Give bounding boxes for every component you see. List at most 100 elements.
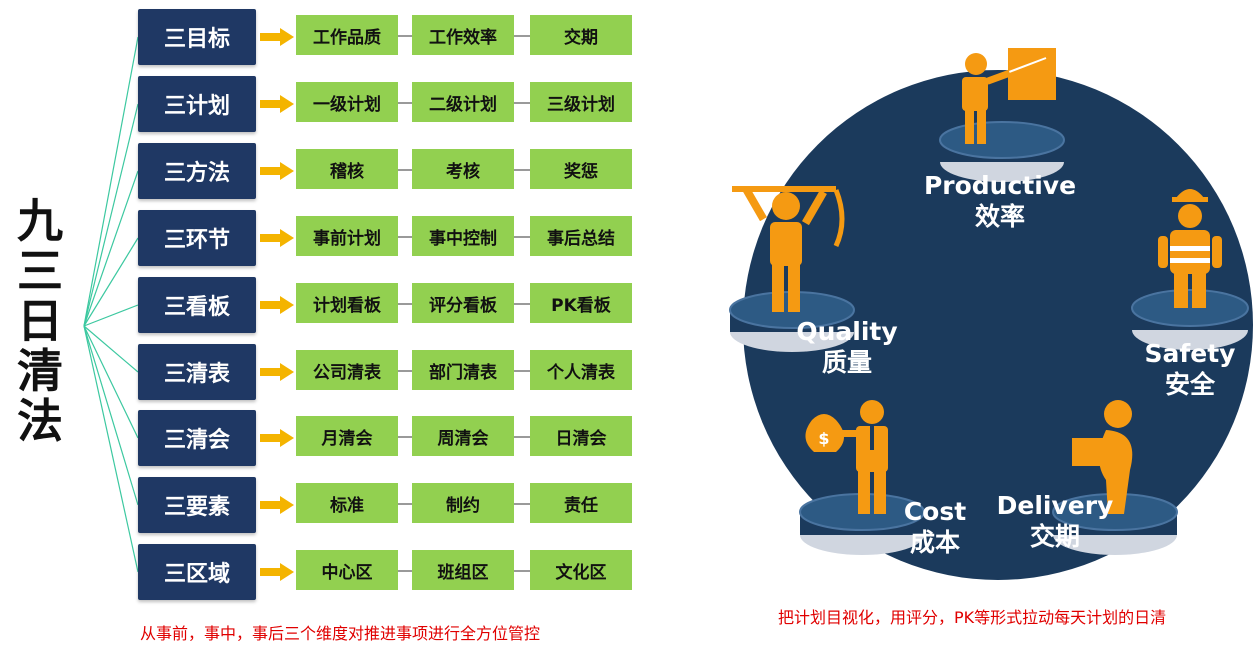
item-box: 工作效率 — [412, 15, 514, 55]
measuring-figure — [732, 186, 845, 312]
item-connector — [398, 102, 412, 104]
money-bag-figure: $ — [805, 400, 888, 514]
title-char: 九 — [17, 194, 63, 248]
branch-line — [83, 325, 139, 573]
branch-line — [83, 103, 139, 327]
item-connector — [514, 102, 530, 104]
item-box: 事前计划 — [296, 216, 398, 256]
label-safety: Safety 安全 — [1130, 338, 1250, 400]
label-quality-zh: 质量 — [821, 348, 872, 377]
title-char: 清 — [17, 344, 63, 398]
item-box: 评分看板 — [412, 283, 514, 323]
branch-line — [83, 36, 139, 327]
qcpsd-circle-illustration: $ — [729, 48, 1253, 580]
category-box: 三清表 — [138, 344, 256, 400]
category-box: 三清会 — [138, 410, 256, 466]
category-box: 三目标 — [138, 9, 256, 65]
label-productive: Productive 效率 — [920, 170, 1080, 232]
title-char: 三 — [17, 244, 63, 298]
item-connector — [398, 436, 412, 438]
item-box: 事后总结 — [530, 216, 632, 256]
item-box: 中心区 — [296, 550, 398, 590]
pedestal-safety — [1131, 289, 1249, 350]
label-delivery: Delivery 交期 — [990, 490, 1120, 552]
right-arrow-icon — [260, 563, 294, 581]
label-productive-zh: 效率 — [974, 202, 1025, 231]
item-box: 二级计划 — [412, 82, 514, 122]
item-connector — [514, 503, 530, 505]
item-connector — [398, 169, 412, 171]
item-connector — [398, 303, 412, 305]
pedestal-quality — [729, 291, 855, 352]
right-arrow-icon — [260, 429, 294, 447]
presenter-figure — [962, 48, 1056, 144]
label-safety-zh: 安全 — [1164, 370, 1215, 399]
label-quality: Quality 质量 — [782, 316, 912, 378]
item-connector — [514, 370, 530, 372]
item-box: 班组区 — [412, 550, 514, 590]
right-arrow-icon — [260, 28, 294, 46]
label-quality-en: Quality — [796, 317, 898, 346]
label-delivery-zh: 交期 — [1029, 522, 1080, 551]
branch-line — [83, 325, 139, 373]
label-productive-en: Productive — [923, 171, 1077, 200]
item-box: 文化区 — [530, 550, 632, 590]
category-row: 三区域中心区班组区文化区 — [0, 544, 640, 600]
svg-text:$: $ — [818, 429, 829, 448]
label-cost-zh: 成本 — [909, 528, 960, 557]
item-connector — [514, 303, 530, 305]
label-delivery-en: Delivery — [996, 491, 1114, 520]
vertical-title: 九 三 日 清 法 — [12, 196, 68, 446]
category-row: 三目标工作品质工作效率交期 — [0, 9, 640, 65]
right-caption: 把计划目视化，用评分，PK等形式拉动每天计划的日清 — [778, 608, 1167, 627]
item-connector — [514, 570, 530, 572]
item-box: 计划看板 — [296, 283, 398, 323]
safety-worker-figure — [1158, 189, 1222, 308]
item-box: PK看板 — [530, 283, 632, 323]
item-box: 部门清表 — [412, 350, 514, 390]
right-arrow-icon — [260, 363, 294, 381]
item-box: 一级计划 — [296, 82, 398, 122]
item-connector — [398, 570, 412, 572]
item-box: 制约 — [412, 483, 514, 523]
category-box: 三看板 — [138, 277, 256, 333]
item-box: 公司清表 — [296, 350, 398, 390]
category-row: 三看板计划看板评分看板 PK看板 — [0, 277, 640, 333]
category-row: 三计划一级计划二级计划三级计划 — [0, 76, 640, 132]
item-box: 责任 — [530, 483, 632, 523]
pedestal-delivery — [1052, 493, 1178, 555]
label-safety-en: Safety — [1144, 339, 1236, 368]
title-char: 法 — [17, 394, 63, 448]
qcpsd-diagram: $ Productive 效率 Quality 质量 Safety 安全 Cos… — [720, 40, 1256, 604]
item-connector — [514, 236, 530, 238]
item-box: 稽核 — [296, 149, 398, 189]
branch-line — [83, 325, 139, 506]
branch-line — [83, 325, 139, 439]
item-box: 周清会 — [412, 416, 514, 456]
right-arrow-icon — [260, 496, 294, 514]
item-box: 奖惩 — [530, 149, 632, 189]
category-row: 三方法稽核考核奖惩 — [0, 143, 640, 199]
item-connector — [514, 35, 530, 37]
category-box: 三方法 — [138, 143, 256, 199]
connector-lines — [83, 36, 139, 573]
item-connector — [514, 169, 530, 171]
branch-line — [83, 304, 139, 327]
item-box: 交期 — [530, 15, 632, 55]
right-arrow-icon — [260, 296, 294, 314]
item-connector — [398, 236, 412, 238]
label-cost-en: Cost — [903, 497, 967, 526]
title-char: 日 — [17, 294, 63, 348]
item-box: 标准 — [296, 483, 398, 523]
item-connector — [398, 370, 412, 372]
category-box: 三环节 — [138, 210, 256, 266]
category-box: 三计划 — [138, 76, 256, 132]
item-box: 事中控制 — [412, 216, 514, 256]
right-arrow-icon — [260, 162, 294, 180]
label-cost: Cost 成本 — [890, 496, 980, 558]
branch-line — [83, 170, 139, 327]
right-arrow-icon — [260, 95, 294, 113]
category-row: 三环节事前计划事中控制事后总结 — [0, 210, 640, 266]
right-arrow-icon — [260, 229, 294, 247]
item-box: 三级计划 — [530, 82, 632, 122]
